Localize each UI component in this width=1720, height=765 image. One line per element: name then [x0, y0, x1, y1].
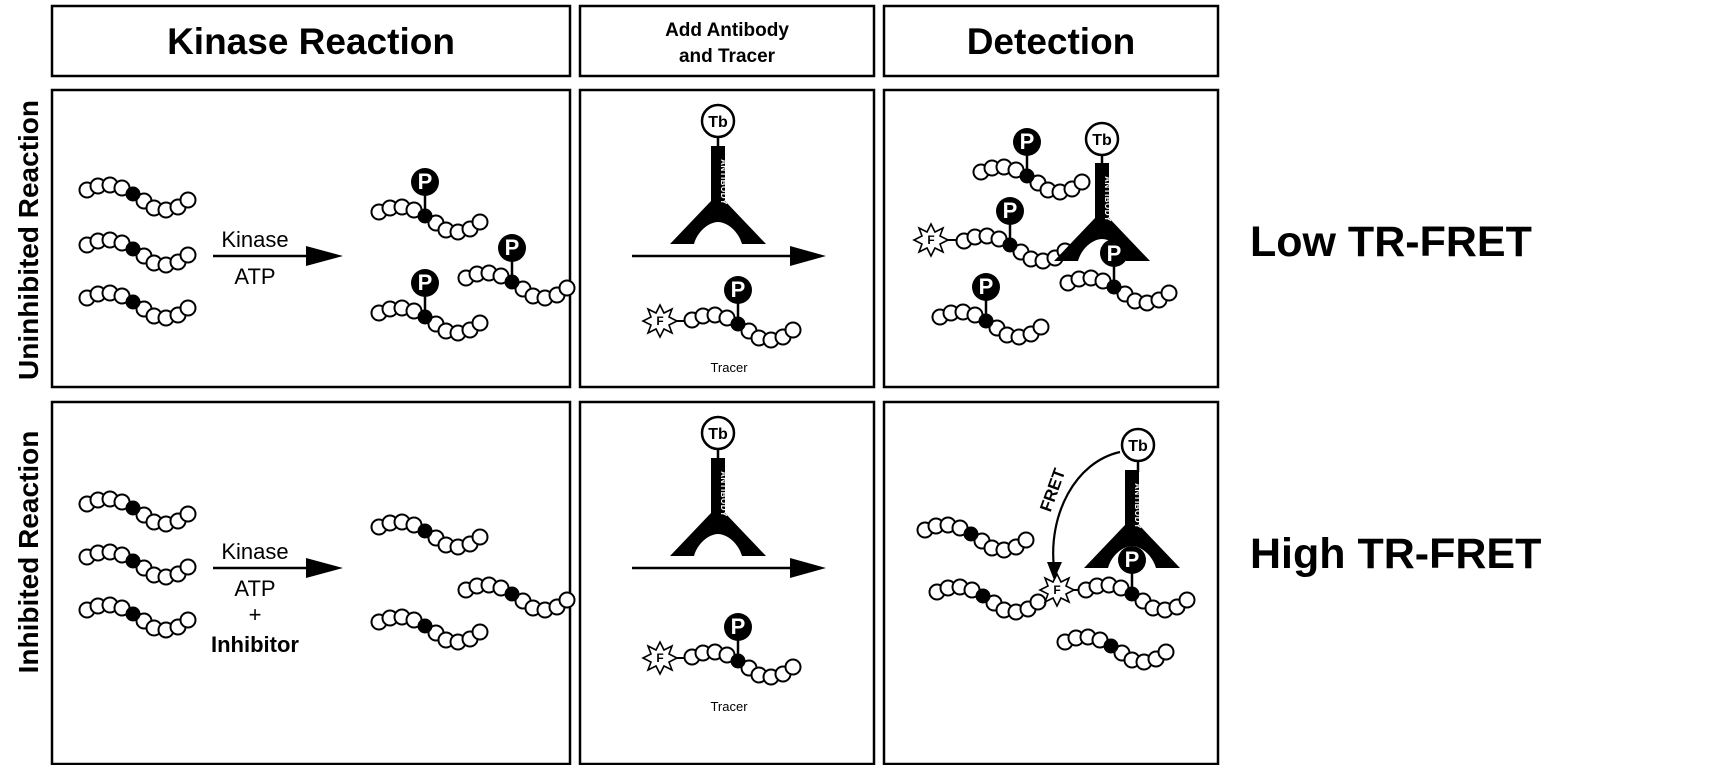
terbium-label: Tb [708, 114, 728, 131]
arrow-label-atp: ATP [234, 576, 275, 601]
antibody-inhibited-add: Tb ANTIBODY [670, 415, 766, 556]
header-detection-label: Detection [967, 21, 1136, 62]
phospho-peptide: P [972, 126, 1091, 201]
antibody-label: ANTIBODY [719, 471, 728, 517]
phospho-peptide: P [931, 271, 1050, 346]
antibody-bound: Tb ANTIBODY [1084, 427, 1180, 568]
arrow-label-atp: ATP [234, 264, 275, 289]
phospho-peptide: P [457, 232, 576, 307]
phospho-label: P [418, 169, 433, 194]
arrow-label-kinase: Kinase [221, 539, 288, 564]
header-kinase-reaction-label: Kinase Reaction [167, 21, 455, 62]
phosphorylated-peptides-uninhibited: P P P [370, 166, 576, 342]
phospho-label: P [505, 235, 520, 260]
terbium-label: Tb [1128, 438, 1148, 455]
phospho-label: P [418, 270, 433, 295]
row-label-inhibited: Inhibited Reaction [13, 431, 44, 674]
phospho-label: P [979, 274, 994, 299]
panel-inhibited-add [578, 400, 876, 765]
addition-arrow-uninhibited [632, 246, 826, 266]
result-low-tr-fret: Low TR-FRET [1250, 218, 1532, 266]
tracer-peptide: F P [913, 195, 1074, 270]
fluor-label: F [1053, 583, 1060, 597]
header-add-antibody: Add Antibody and Tracer [578, 4, 876, 78]
header-kinase-reaction: Kinase Reaction [50, 4, 572, 78]
arrow-label-plus: + [249, 602, 262, 627]
fluor-label: F [656, 651, 663, 665]
tracer-uninhibited: F P Tracer [642, 274, 802, 375]
tracer-label: Tracer [710, 699, 748, 714]
addition-arrow-inhibited [632, 558, 826, 578]
antibody-label: ANTIBODY [1103, 176, 1112, 222]
header-add-antibody-line1: Add Antibody [665, 20, 789, 41]
fluor-label: F [656, 314, 663, 328]
panel-uninhibited-add [578, 88, 876, 389]
phospho-peptide: P [370, 267, 489, 342]
phospho-label: P [731, 614, 746, 639]
phospho-label: P [1125, 547, 1140, 572]
phospho-peptide: P [370, 166, 489, 241]
panel-uninhibited-kinase [50, 88, 572, 389]
result-high-tr-fret: High TR-FRET [1250, 530, 1541, 578]
phospho-label: P [731, 277, 746, 302]
kinase-arrow-inhibited: Kinase ATP + Inhibitor [211, 539, 343, 657]
phospho-label: P [1020, 129, 1035, 154]
arrow-label-inhibitor: Inhibitor [211, 632, 299, 657]
arrow-label-kinase: Kinase [221, 227, 288, 252]
tracer-inhibited: F P Tracer [642, 611, 802, 714]
detection-uninhibited: P F P P Tb ANTIBODY P [913, 121, 1178, 346]
fluor-label: F [927, 233, 934, 247]
antibody-label: ANTIBODY [1133, 483, 1142, 529]
terbium-label: Tb [708, 426, 728, 443]
kinase-arrow-uninhibited: Kinase ATP [213, 227, 343, 289]
tracer-label: Tracer [710, 360, 748, 375]
row-label-uninhibited: Uninhibited Reaction [13, 100, 44, 380]
antibody-bound: Tb ANTIBODY P [1054, 121, 1178, 312]
antibody-label: ANTIBODY [719, 159, 728, 205]
phospho-label: P [1107, 241, 1122, 266]
header-add-antibody-line2: and Tracer [679, 46, 776, 67]
tracer-peptide: F P [1039, 544, 1196, 619]
terbium-label: Tb [1092, 132, 1112, 149]
antibody-uninhibited-add: Tb ANTIBODY [670, 103, 766, 244]
header-detection: Detection [882, 4, 1220, 78]
phospho-label: P [1003, 198, 1018, 223]
